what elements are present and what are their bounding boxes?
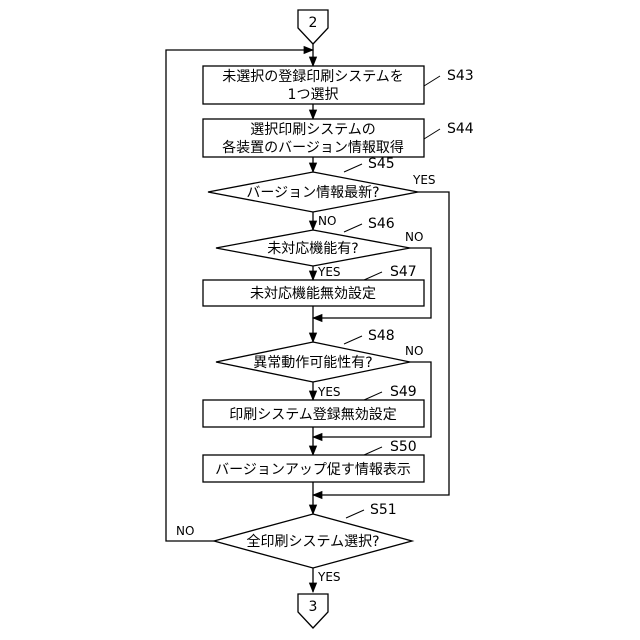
step-s44-line2: 各装置のバージョン情報取得 xyxy=(222,139,404,156)
step-s50-text: バージョンアップ促す情報表示 xyxy=(215,462,411,478)
decision-s45-yes-label: YES xyxy=(412,173,436,187)
decision-s51-id: S51 xyxy=(370,502,397,518)
decision-s45-id: S45 xyxy=(368,156,395,172)
decision-s46-id: S46 xyxy=(368,216,395,232)
step-s50-id: S50 xyxy=(390,439,417,455)
connector-2-label: 2 xyxy=(309,15,318,31)
connector-2: 2 xyxy=(298,10,328,44)
connector-3-label: 3 xyxy=(309,599,318,615)
decision-s48-yes-label: YES xyxy=(317,385,341,399)
step-s43: 未選択の登録印刷システムを 1つ選択 xyxy=(203,66,424,104)
step-s49-id: S49 xyxy=(390,384,417,400)
decision-s48-id: S48 xyxy=(368,328,395,344)
decision-s51: 全印刷システム選択? xyxy=(214,514,412,568)
decision-s48: 異常動作可能性有? xyxy=(216,342,410,382)
step-s50: バージョンアップ促す情報表示 xyxy=(203,455,424,482)
step-s44-line1: 選択印刷システムの xyxy=(250,122,376,138)
step-s44-id: S44 xyxy=(447,121,474,137)
connector-3: 3 xyxy=(298,594,328,628)
step-s47-id: S47 xyxy=(390,264,417,280)
step-s47: 未対応機能無効設定 xyxy=(203,280,424,306)
decision-s51-text: 全印刷システム選択? xyxy=(246,533,379,550)
step-s43-line1: 未選択の登録印刷システムを xyxy=(222,69,404,85)
decision-s46-yes-label: YES xyxy=(317,265,341,279)
step-s49-text: 印刷システム登録無効設定 xyxy=(229,407,397,423)
decision-s45: バージョン情報最新? xyxy=(208,172,418,212)
decision-s46-text: 未対応機能有? xyxy=(267,241,358,257)
decision-s51-yes-label: YES xyxy=(317,570,341,584)
decision-s46: 未対応機能有? xyxy=(216,230,410,266)
step-s43-id: S43 xyxy=(447,68,474,84)
step-s43-line2: 1つ選択 xyxy=(288,87,339,103)
step-s47-text: 未対応機能無効設定 xyxy=(250,286,376,302)
decision-s48-no-label: NO xyxy=(405,344,423,358)
decision-s51-no-label: NO xyxy=(176,524,194,538)
decision-s45-text: バージョン情報最新? xyxy=(246,185,379,201)
step-s44: 選択印刷システムの 各装置のバージョン情報取得 xyxy=(203,119,424,157)
decision-s46-no-label: NO xyxy=(405,230,423,244)
decision-s45-no-label: NO xyxy=(318,214,336,228)
step-s49: 印刷システム登録無効設定 xyxy=(203,400,424,427)
decision-s48-text: 異常動作可能性有? xyxy=(253,355,372,371)
